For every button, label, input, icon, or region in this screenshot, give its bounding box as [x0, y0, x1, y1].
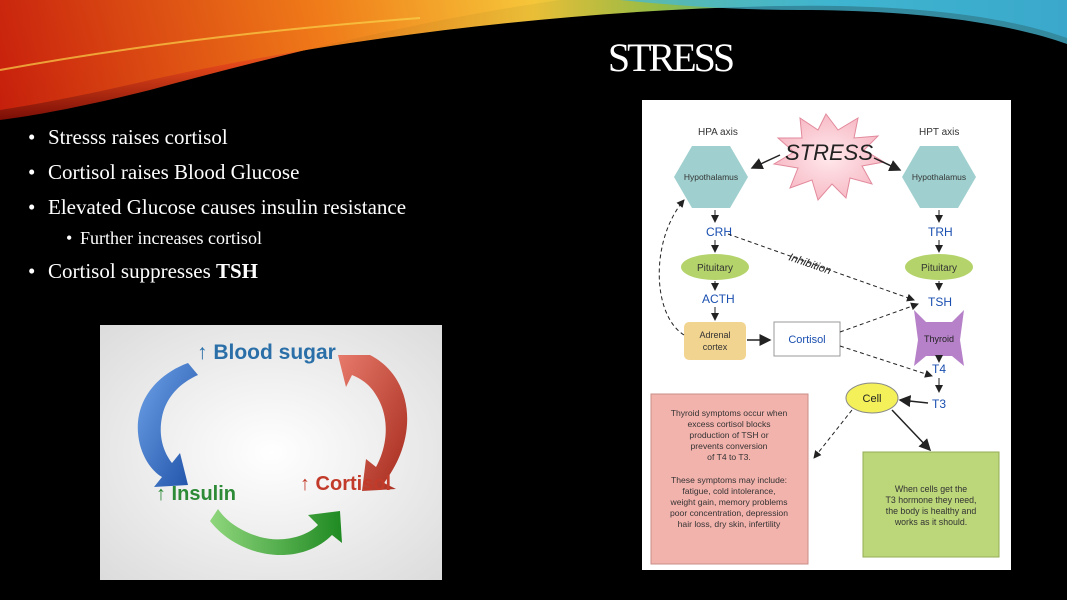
- adrenal-label-1: Adrenal: [699, 330, 730, 340]
- healthy-line: T3 hormone they need,: [886, 495, 977, 505]
- slide-title: STRESS: [607, 35, 735, 80]
- sub-bullet-item: •Further increases cortisol: [66, 228, 262, 248]
- adrenal-box: [684, 322, 746, 360]
- healthy-line: the body is healthy and: [886, 506, 977, 516]
- symptoms-line: poor concentration, depression: [670, 508, 788, 518]
- cortisol-label: ↑ Cortisol: [300, 473, 391, 495]
- cycle-diagram: ↑ Blood sugar ↑ Cortisol ↑ Insulin: [100, 325, 442, 580]
- trh-label: TRH: [928, 225, 953, 239]
- hypothalamus-right-label: Hypothalamus: [912, 172, 966, 182]
- tsh-label: TSH: [928, 295, 952, 309]
- pituitary-left: [681, 254, 749, 280]
- pituitary-right: [905, 254, 973, 280]
- symptoms-line: hair loss, dry skin, infertility: [678, 519, 781, 529]
- stress-star: [772, 113, 886, 202]
- blood-sugar-label: ↑ Blood sugar: [197, 341, 336, 364]
- insulin-label: ↑ Insulin: [156, 483, 236, 505]
- decorative-swoosh: [0, 0, 1067, 120]
- hypothalamus-left: [674, 146, 748, 208]
- thyroid-label: Thyroid: [924, 334, 954, 344]
- healthy-line: When cells get the: [895, 484, 967, 494]
- crh-label: CRH: [706, 225, 732, 239]
- t3-label: T3: [932, 397, 946, 411]
- healthy-line: works as it should.: [894, 517, 967, 527]
- hypothalamus-left-label: Hypothalamus: [684, 172, 738, 182]
- pituitary-right-label: Pituitary: [921, 263, 957, 274]
- symptoms-line: prevents conversion: [691, 441, 768, 451]
- stress-label: STRESS: [785, 140, 873, 165]
- hypothalamus-right: [902, 146, 976, 208]
- bullet-item: •Cortisol suppresses TSH: [28, 259, 259, 283]
- symptoms-line: production of TSH or: [689, 430, 768, 440]
- pituitary-left-label: Pituitary: [697, 263, 733, 274]
- hpt-axis-label: HPT axis: [919, 127, 959, 138]
- symptoms-line: Thyroid symptoms occur when: [671, 408, 788, 418]
- symptoms-line: weight gain, memory problems: [669, 497, 787, 507]
- symptoms-box: [650, 393, 809, 565]
- cell-shape: [845, 382, 899, 414]
- bullet-item: •Cortisol raises Blood Glucose: [28, 160, 300, 184]
- bullet-list: •Stresss raises cortisol •Cortisol raise…: [28, 125, 406, 294]
- hpa-hpt-diagram: HPA axis HPT axis STRESS Hypothalamus Hy…: [642, 100, 1011, 570]
- t4-label: T4: [932, 362, 946, 376]
- symptoms-line: These symptoms may include:: [671, 475, 787, 485]
- acth-label: ACTH: [702, 292, 735, 306]
- thyroid-shape: [914, 310, 964, 366]
- hpa-axis-label: HPA axis: [698, 127, 738, 138]
- symptoms-line: excess cortisol blocks: [687, 419, 770, 429]
- green-arrow: [210, 509, 342, 556]
- bullet-item: •Stresss raises cortisol: [28, 125, 228, 149]
- symptoms-line: of T4 to T3.: [707, 452, 751, 462]
- cell-label: Cell: [863, 393, 882, 405]
- cortisol-box-label: Cortisol: [788, 334, 825, 346]
- adrenal-label-2: cortex: [703, 342, 728, 352]
- healthy-box: [862, 451, 1000, 558]
- symptoms-line: fatigue, cold intolerance,: [682, 486, 775, 496]
- blue-arrow: [137, 363, 198, 487]
- red-arrow: [338, 355, 408, 491]
- bullet-item: •Elevated Glucose causes insulin resista…: [28, 195, 407, 219]
- cortisol-box: [773, 321, 841, 357]
